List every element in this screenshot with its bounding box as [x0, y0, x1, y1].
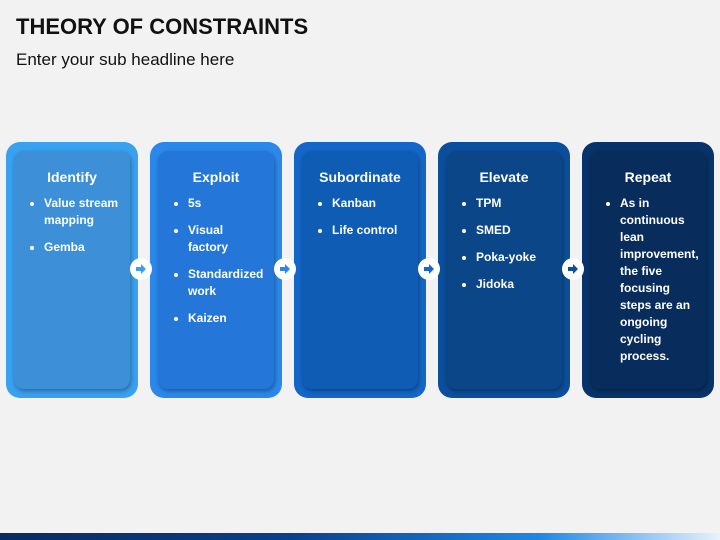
list-item: SMED	[476, 222, 552, 239]
step-title: Exploit	[192, 169, 240, 185]
step-card-identify: Identify Value stream mapping Gemba	[6, 142, 138, 398]
arrow-right-icon	[274, 258, 296, 280]
step-card-inner: Identify Value stream mapping Gemba	[14, 151, 130, 389]
list-item: Life control	[332, 222, 408, 239]
list-item: Gemba	[44, 239, 120, 256]
step-title: Subordinate	[319, 169, 401, 185]
list-item: Kanban	[332, 195, 408, 212]
step-title: Repeat	[624, 169, 672, 185]
list-item: Jidoka	[476, 276, 552, 293]
bottom-accent-bar	[0, 533, 720, 540]
list-item: Value stream mapping	[44, 195, 120, 229]
list-item: TPM	[476, 195, 552, 212]
list-item: 5s	[188, 195, 264, 212]
step-list: As in continuous lean improvement, the f…	[600, 195, 699, 365]
list-item: Visual factory	[188, 222, 264, 256]
arrow-right-icon	[562, 258, 584, 280]
page-title: THEORY OF CONSTRAINTS	[16, 14, 309, 39]
list-item: Standardized work	[188, 266, 264, 300]
step-card-elevate: Elevate TPM SMED Poka-yoke Jidoka	[438, 142, 570, 398]
step-list: Value stream mapping Gemba	[24, 195, 120, 256]
step-title: Identify	[47, 169, 97, 185]
arrow-right-icon	[418, 258, 440, 280]
step-card-repeat: Repeat As in continuous lean improvement…	[582, 142, 714, 398]
page-subtitle: Enter your sub headline here	[16, 50, 235, 69]
step-card-inner: Exploit 5s Visual factory Standardized w…	[158, 151, 274, 389]
step-card-exploit: Exploit 5s Visual factory Standardized w…	[150, 142, 282, 398]
step-list: 5s Visual factory Standardized work Kaiz…	[168, 195, 264, 327]
step-list: TPM SMED Poka-yoke Jidoka	[456, 195, 552, 293]
step-card-inner: Elevate TPM SMED Poka-yoke Jidoka	[446, 151, 562, 389]
list-item: Poka-yoke	[476, 249, 552, 266]
step-list: Kanban Life control	[312, 195, 408, 239]
step-card-inner: Repeat As in continuous lean improvement…	[590, 151, 706, 389]
arrow-right-icon	[130, 258, 152, 280]
list-item: Kaizen	[188, 310, 264, 327]
step-card-subordinate: Subordinate Kanban Life control	[294, 142, 426, 398]
list-item: As in continuous lean improvement, the f…	[620, 195, 699, 365]
step-title: Elevate	[479, 169, 529, 185]
step-card-inner: Subordinate Kanban Life control	[302, 151, 418, 389]
